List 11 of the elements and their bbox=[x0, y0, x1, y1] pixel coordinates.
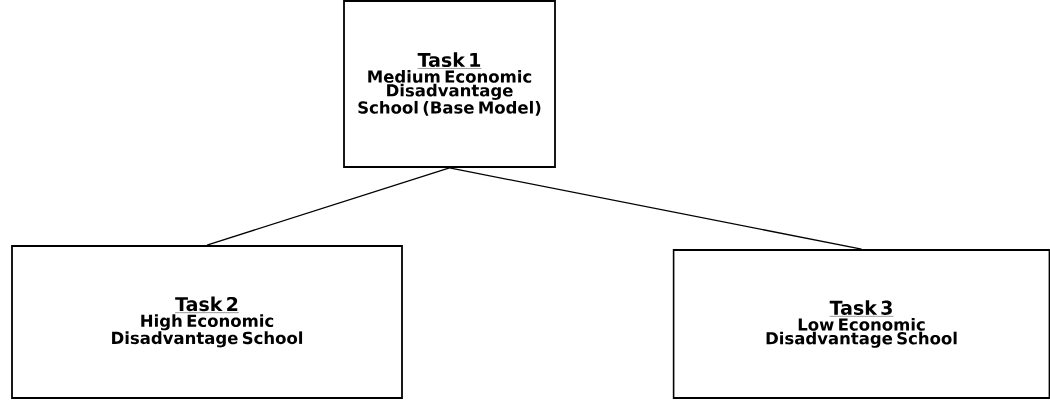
task-description: Low Economic Disadvantage School bbox=[766, 317, 957, 348]
connector-line bbox=[448, 167, 863, 250]
task-description: Medium Economic Disadvantage School (Base Model) bbox=[358, 70, 541, 116]
task-title: Task 2 bbox=[174, 296, 240, 313]
task-title: Task 3 bbox=[829, 300, 894, 317]
connector-line bbox=[206, 167, 451, 246]
task-title: Task 1 bbox=[417, 52, 482, 69]
task-box bbox=[11, 245, 403, 399]
task-box bbox=[672, 249, 1050, 399]
task-box bbox=[343, 0, 556, 168]
task-description: High Economic Disadvantage School bbox=[112, 314, 303, 348]
